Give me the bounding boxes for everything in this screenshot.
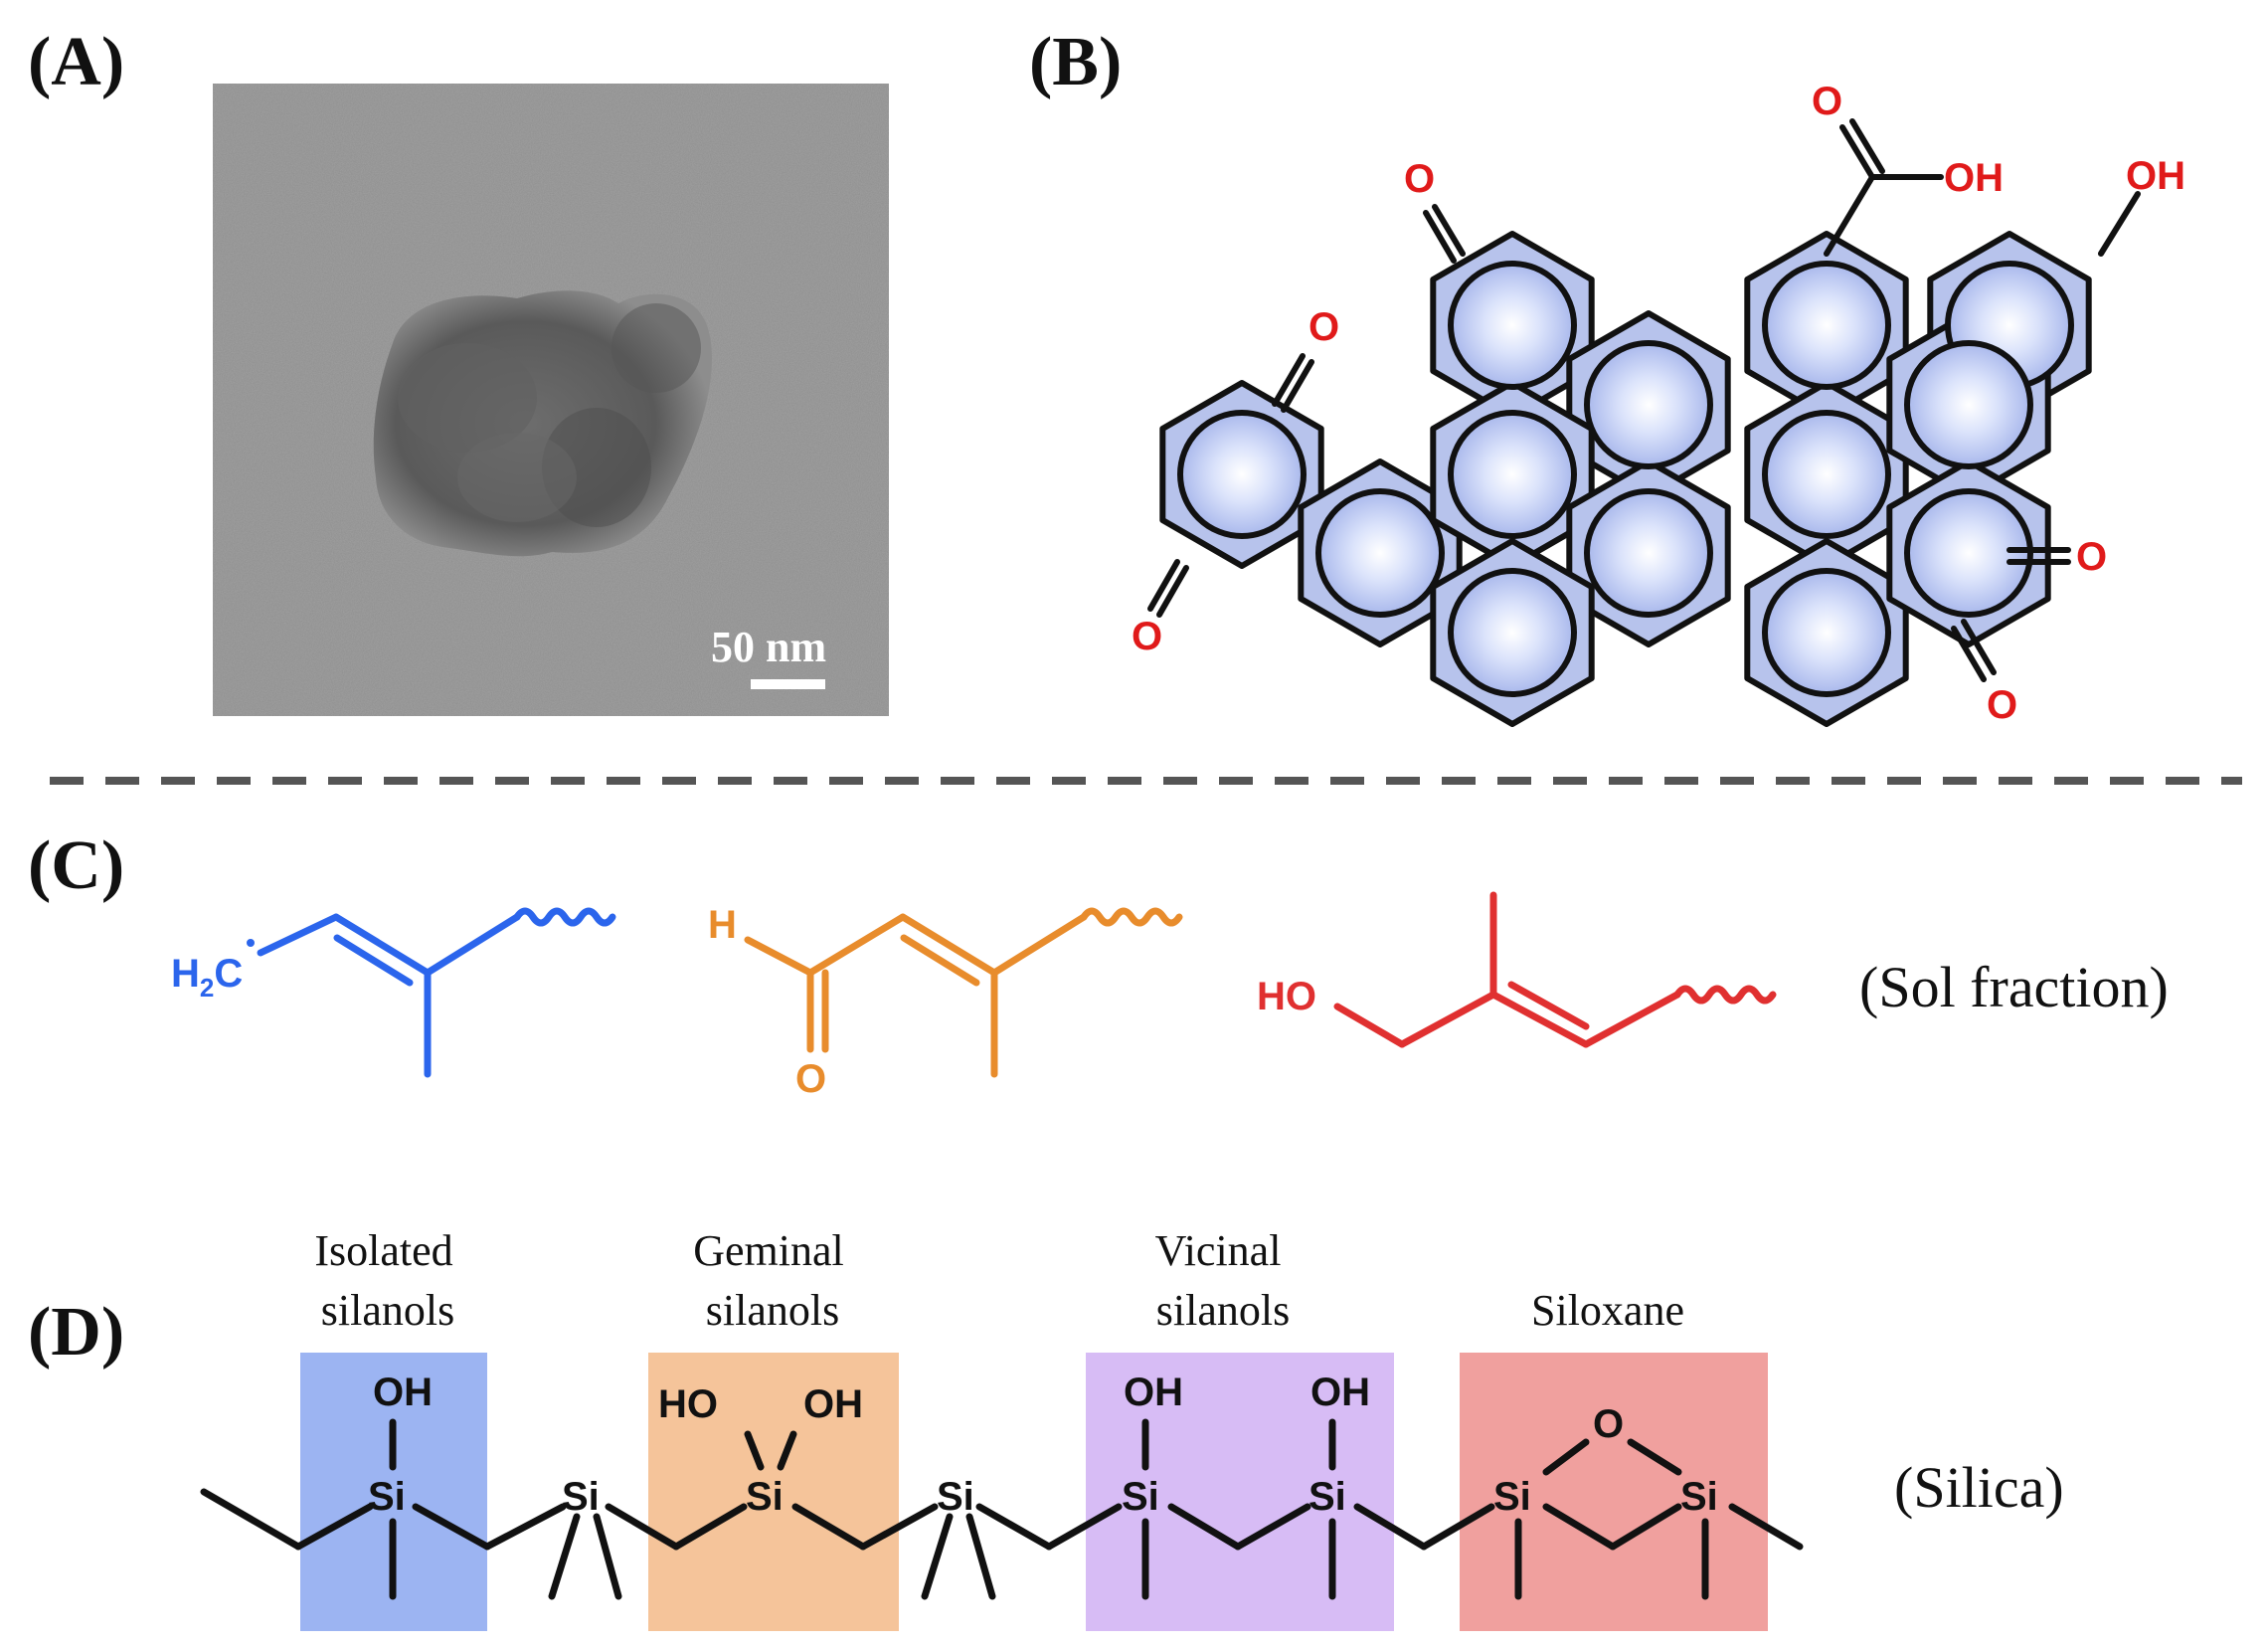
panel-b: (B) O O [1029, 24, 2185, 727]
si-bridge-2: Si [937, 1475, 974, 1519]
radical-h: H [171, 952, 200, 996]
si-isolated: Si [368, 1475, 406, 1519]
functional-group-atoms: O O O O OH OH O O [1132, 80, 2185, 727]
si-bridge-1: Si [562, 1475, 600, 1519]
aromatic-circle-2 [1315, 488, 1445, 618]
aromatic-circle-3 [1448, 261, 1577, 390]
ketone-o-bottom: O [1987, 683, 2017, 727]
sol-fraction-label: (Sol fraction) [1859, 955, 2169, 1019]
vicinal-label-line1: Vicinal [1155, 1226, 1282, 1275]
radical-subscript: 2 [200, 973, 214, 1003]
aldehyde-structure: H O [708, 903, 1183, 1101]
scale-bar-label: 50 nm [711, 623, 826, 671]
silica-bonds [200, 1418, 1804, 1600]
aromatic-circle-10 [1904, 340, 2033, 469]
aromatic-circle-12 [1762, 568, 1891, 697]
tem-image: 50 nm [213, 84, 889, 716]
aromatic-circle-7 [1448, 410, 1577, 539]
panel-c: (C) H2C [28, 827, 2169, 1101]
aldehyde-h: H [708, 903, 737, 947]
graphene-oxide-rings [1159, 231, 2092, 727]
hydroxyl-oh: OH [2126, 154, 2185, 198]
carboxyl-oh: OH [1944, 156, 2004, 200]
ketone-o-left-bottom: O [1132, 615, 1162, 658]
ketone-o-top: O [1404, 157, 1435, 201]
oh-vicinal-2: OH [1310, 1371, 1370, 1414]
vicinal-label-line2: silanols [1156, 1286, 1290, 1335]
vicinal-silanols-box [1086, 1353, 1394, 1631]
oh-vicinal-1: OH [1124, 1371, 1183, 1414]
aromatic-circle-9 [1762, 410, 1891, 539]
panel-d-label: (D) [28, 1294, 124, 1371]
aromatic-circle-5 [1762, 261, 1891, 390]
ketone-o-left-top: O [1308, 305, 1339, 349]
si-siloxane-2: Si [1680, 1475, 1718, 1519]
aromatic-circle-8 [1584, 488, 1713, 618]
aromatic-circle-4 [1584, 340, 1713, 469]
ketone-o-right: O [2076, 535, 2107, 579]
functional-group-bonds [1147, 118, 2141, 682]
radical-h2: H2C [171, 952, 243, 1003]
panel-a-label: (A) [28, 24, 124, 100]
o-siloxane: O [1593, 1402, 1624, 1446]
si-vicinal-2: Si [1308, 1475, 1346, 1519]
panel-d: (D) Isolated silanols Geminal silanols V… [28, 1226, 2064, 1631]
radical-dot [247, 939, 255, 947]
si-geminal: Si [746, 1475, 784, 1519]
oh-isolated: OH [373, 1371, 433, 1414]
si-siloxane-1: Si [1493, 1475, 1531, 1519]
panel-c-label: (C) [28, 827, 124, 904]
oh-geminal: OH [803, 1382, 863, 1426]
panel-a: (A) 50 nm [28, 24, 889, 716]
scale-bar [751, 679, 825, 689]
aromatic-circle-1 [1177, 410, 1307, 539]
radical-c: C [214, 952, 243, 996]
panel-b-label: (B) [1029, 24, 1122, 100]
allyl-alcohol-structure: HO [1257, 891, 1777, 1048]
isolated-label-line1: Isolated [314, 1226, 452, 1275]
geminal-label-line2: silanols [706, 1286, 839, 1335]
isolated-label-line2: silanols [321, 1286, 454, 1335]
allyl-radical-structure: H2C [171, 907, 616, 1078]
aldehyde-o: O [795, 1057, 826, 1101]
ho-geminal: HO [658, 1382, 718, 1426]
geminal-silanols-box [648, 1353, 899, 1631]
si-vicinal-1: Si [1122, 1475, 1159, 1519]
silica-label: (Silica) [1894, 1455, 2064, 1520]
carboxyl-o: O [1812, 80, 1842, 123]
aromatic-circle-11 [1448, 568, 1577, 697]
alcohol-ho: HO [1257, 975, 1316, 1018]
geminal-label-line1: Geminal [693, 1226, 844, 1275]
siloxane-label: Siloxane [1531, 1286, 1684, 1335]
siloxane-box [1460, 1353, 1768, 1631]
